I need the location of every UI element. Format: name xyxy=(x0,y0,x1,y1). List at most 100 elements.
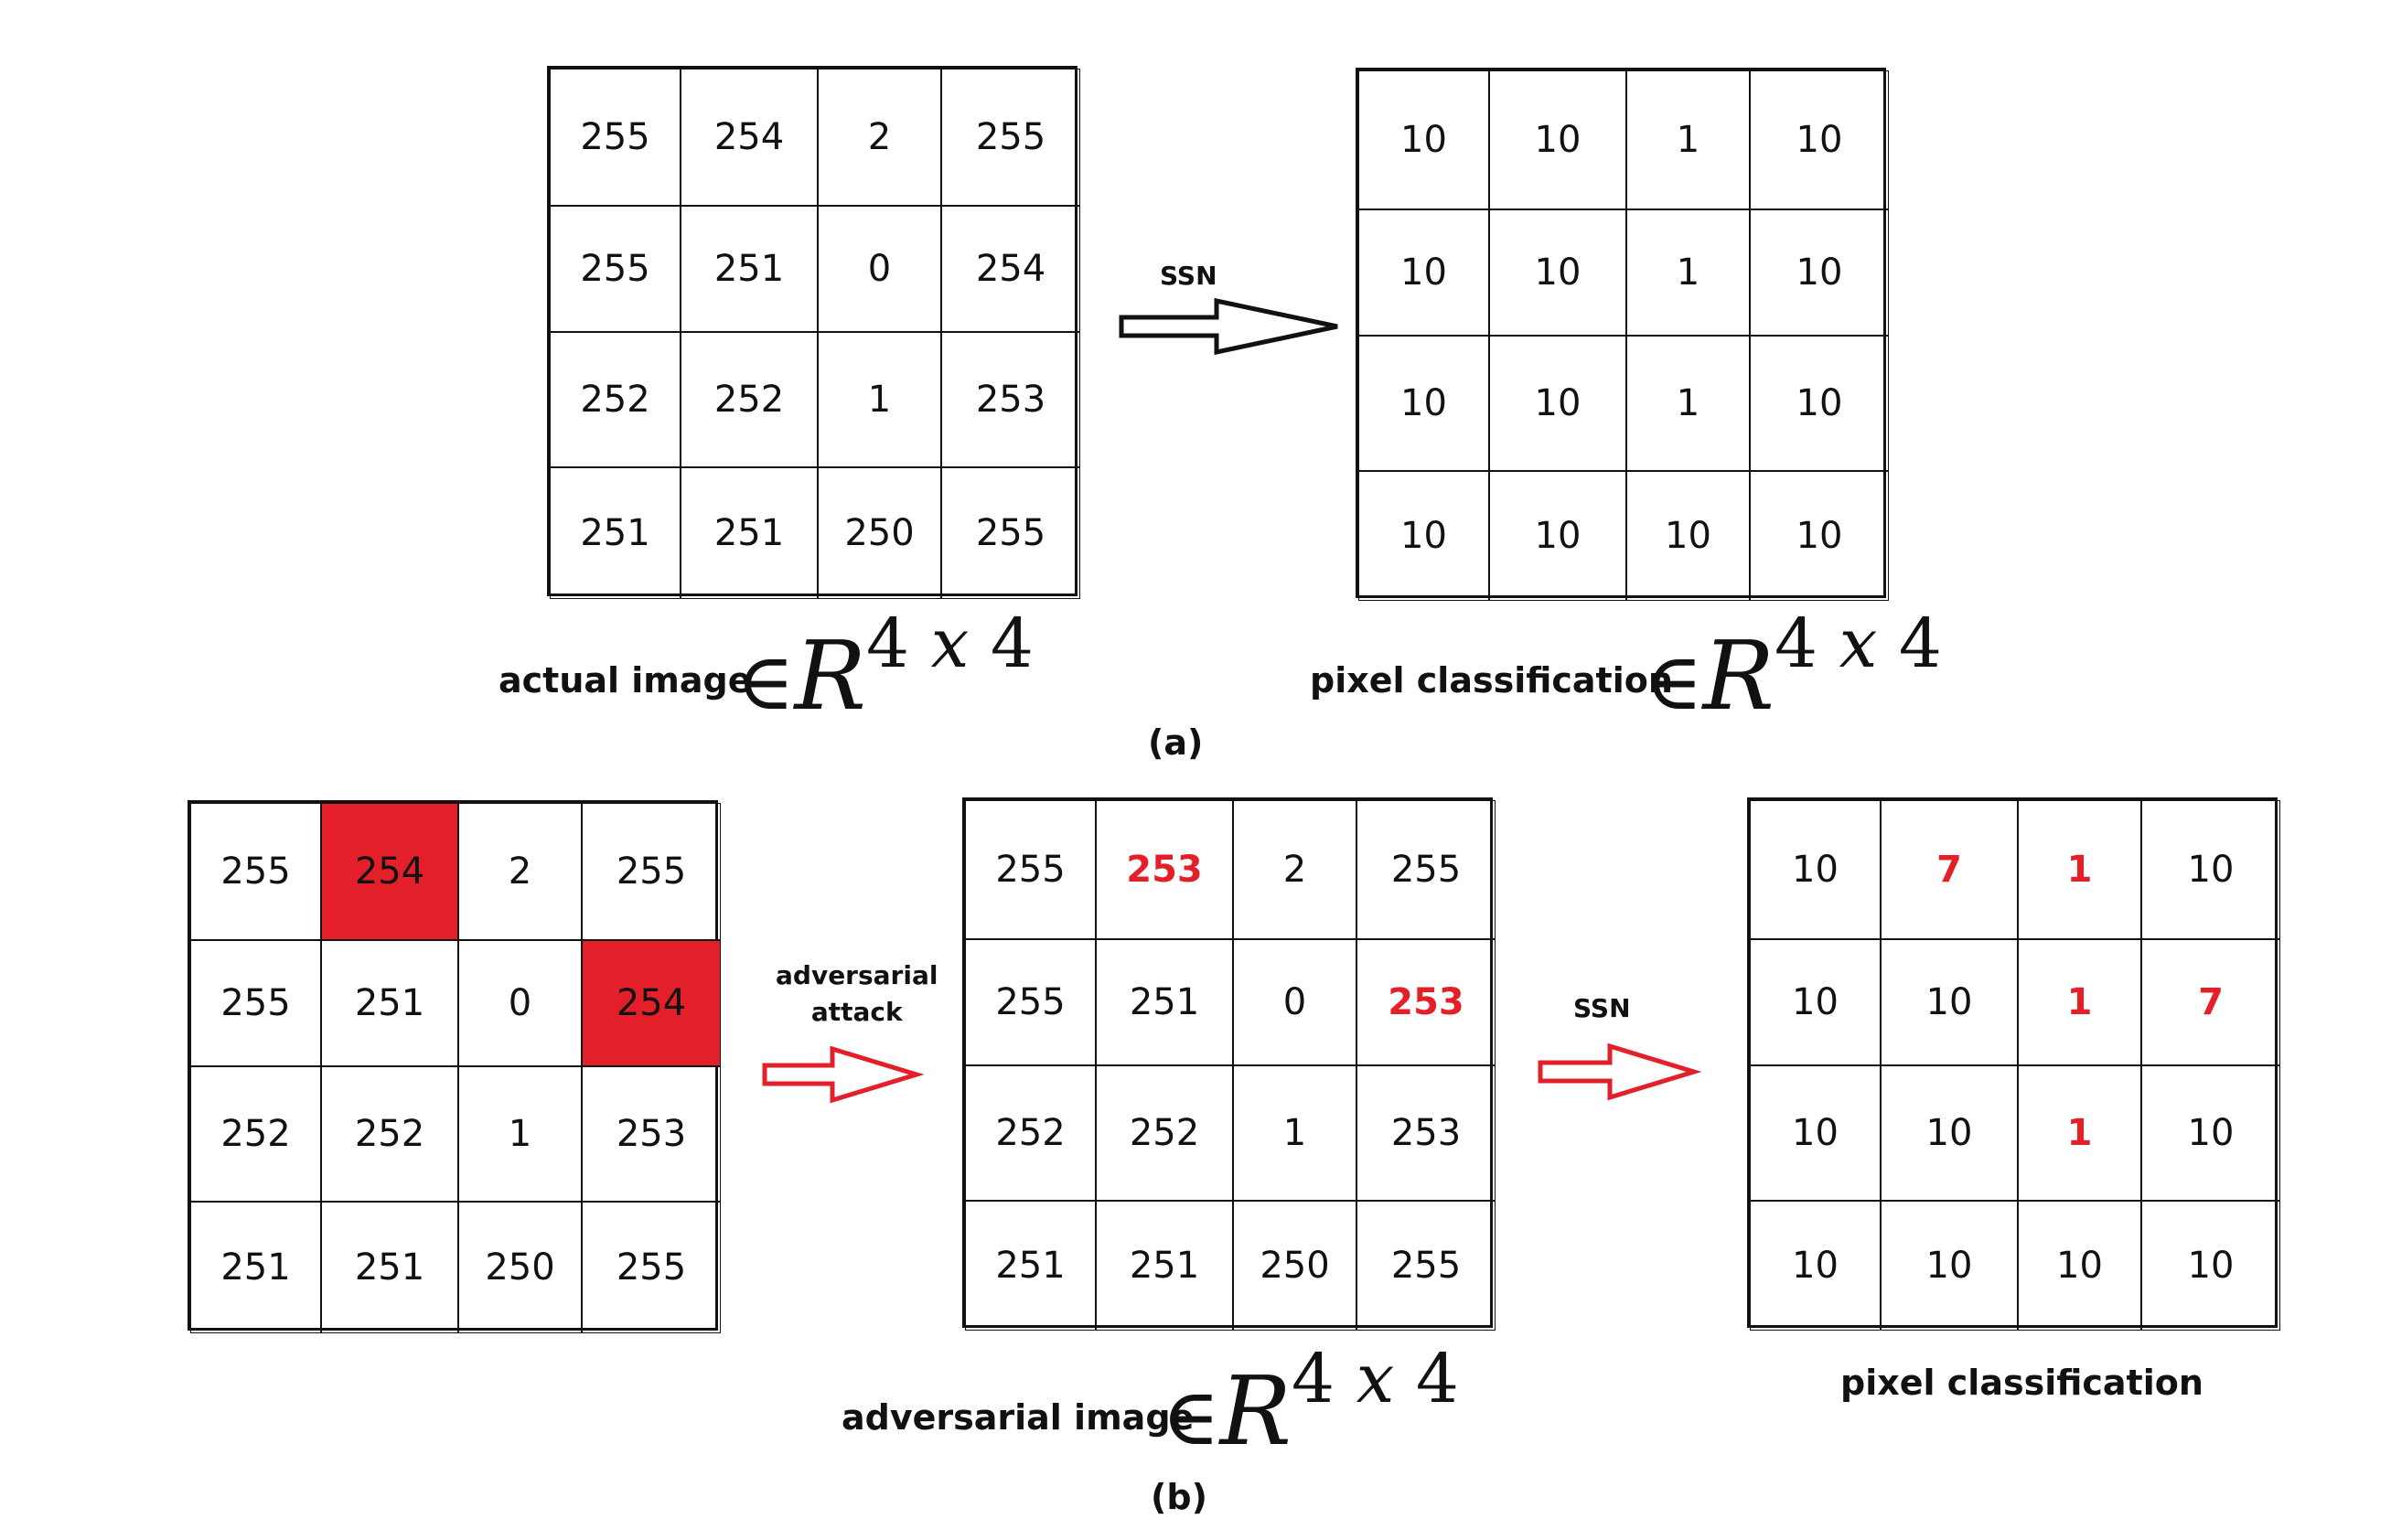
grid-cell: 255 xyxy=(582,803,721,940)
grid-cell: 252 xyxy=(1096,1065,1233,1201)
grid-cell: 10 xyxy=(1358,209,1489,336)
grid-cell: 251 xyxy=(321,940,458,1066)
pixel-classification-label-a: pixel classification xyxy=(1310,660,1673,700)
grid-cell: 254 xyxy=(582,940,721,1066)
ssn-label-b: SSN xyxy=(1573,993,1631,1023)
grid-cell: 10 xyxy=(2141,800,2280,939)
grid-cell: 1 xyxy=(458,1066,582,1202)
grid-cell: 10 xyxy=(1489,209,1626,336)
real-space-symbol: R xyxy=(1219,1355,1292,1467)
grid-cell: 252 xyxy=(965,1065,1096,1201)
adversarial-image-space: ∈R4 x 4 xyxy=(1162,1340,1459,1467)
grid-cell: 1 xyxy=(2018,1065,2141,1201)
pixel-classification-label-b: pixel classification xyxy=(1840,1363,2203,1403)
grid-cell: 10 xyxy=(2141,1065,2280,1201)
grid-cell: 2 xyxy=(458,803,582,940)
grid-cell: 2 xyxy=(818,69,941,206)
grid-cell: 253 xyxy=(1356,939,1496,1065)
dimension-superscript: 4 x 4 xyxy=(865,604,1034,683)
real-space-symbol: R xyxy=(794,620,866,732)
ssn-label-a: SSN xyxy=(1160,261,1217,291)
actual-image-label: actual image xyxy=(499,660,752,700)
grid-cell: 10 xyxy=(1358,336,1489,471)
grid-cell: 255 xyxy=(965,800,1096,939)
grid-cell: 252 xyxy=(550,332,681,467)
ssn-arrow-a xyxy=(1119,297,1338,356)
adversarial-attack-label-line1: adversarial xyxy=(776,960,938,990)
element-of-symbol: ∈ xyxy=(1645,636,1703,728)
grid-cell: 10 xyxy=(1358,70,1489,209)
grid-cell: 250 xyxy=(1233,1201,1356,1331)
caption-a: (a) xyxy=(1148,722,1204,763)
grid-cell: 10 xyxy=(1750,336,1889,471)
grid-cell: 254 xyxy=(321,803,458,940)
pixel-classification-space-a: ∈R4 x 4 xyxy=(1645,604,1942,732)
grid-cell: 255 xyxy=(190,803,321,940)
grid-cell: 252 xyxy=(681,332,818,467)
element-of-symbol: ∈ xyxy=(1162,1372,1220,1463)
grid-cell: 254 xyxy=(681,69,818,206)
grid-cell: 10 xyxy=(1881,1065,2018,1201)
grid-cell: 10 xyxy=(1750,939,1881,1065)
grid-cell: 255 xyxy=(1356,800,1496,939)
real-space-symbol: R xyxy=(1702,620,1774,732)
grid-cell: 7 xyxy=(2141,939,2280,1065)
adversarial-attack-label-line2: attack xyxy=(810,997,903,1027)
grid-cell: 10 xyxy=(1881,1201,2018,1331)
grid-cell: 1 xyxy=(2018,800,2141,939)
grid-cell: 1 xyxy=(1626,209,1750,336)
grid-cell: 253 xyxy=(582,1066,721,1202)
grid-cell: 251 xyxy=(190,1202,321,1333)
grid-cell: 255 xyxy=(1356,1201,1496,1331)
element-of-symbol: ∈ xyxy=(736,636,795,728)
actual-image-space: ∈R4 x 4 xyxy=(736,604,1034,732)
grid-cell: 10 xyxy=(1750,209,1889,336)
grid-cell: 250 xyxy=(458,1202,582,1333)
dimension-superscript: 4 x 4 xyxy=(1774,604,1942,683)
grid-cell: 251 xyxy=(681,206,818,332)
grid-cell: 251 xyxy=(321,1202,458,1333)
grid-cell: 254 xyxy=(941,206,1080,332)
grid-cell: 1 xyxy=(1626,70,1750,209)
grid-cell: 255 xyxy=(190,940,321,1066)
grid-cell: 255 xyxy=(582,1202,721,1333)
grid-cell: 10 xyxy=(1750,1065,1881,1201)
ssn-arrow-b xyxy=(1538,1043,1702,1101)
grid-cell: 10 xyxy=(1489,471,1626,601)
grid-cell: 10 xyxy=(1626,471,1750,601)
grid-cell: 250 xyxy=(818,467,941,599)
grid-cell: 10 xyxy=(1750,1201,1881,1331)
grid-cell: 255 xyxy=(941,467,1080,599)
grid-cell: 251 xyxy=(1096,1201,1233,1331)
adversarial-image-label: adversarial image xyxy=(842,1397,1195,1438)
dimension-superscript: 4 x 4 xyxy=(1291,1340,1459,1418)
adversarial-attack-label: adversarial attack xyxy=(776,957,938,1031)
grid-cell: 252 xyxy=(190,1066,321,1202)
grid-cell: 253 xyxy=(1096,800,1233,939)
grid-cell: 253 xyxy=(941,332,1080,467)
grid-cell: 10 xyxy=(1489,336,1626,471)
grid-cell: 10 xyxy=(1489,70,1626,209)
adversarial-attack-arrow xyxy=(762,1045,925,1104)
grid-cell: 1 xyxy=(1626,336,1750,471)
grid-cell: 10 xyxy=(1750,800,1881,939)
grid-cell: 10 xyxy=(2141,1201,2280,1331)
grid-cell: 10 xyxy=(1750,471,1889,601)
grid-cell: 255 xyxy=(550,206,681,332)
grid-cell: 251 xyxy=(681,467,818,599)
grid-cell: 10 xyxy=(1881,939,2018,1065)
grid-cell: 253 xyxy=(1356,1065,1496,1201)
grid-cell: 255 xyxy=(965,939,1096,1065)
grid-cell: 251 xyxy=(550,467,681,599)
grid-cell: 0 xyxy=(1233,939,1356,1065)
grid-cell: 255 xyxy=(550,69,681,206)
grid-cell: 10 xyxy=(1750,70,1889,209)
grid-cell: 10 xyxy=(1358,471,1489,601)
grid-cell: 255 xyxy=(941,69,1080,206)
grid-cell: 0 xyxy=(818,206,941,332)
